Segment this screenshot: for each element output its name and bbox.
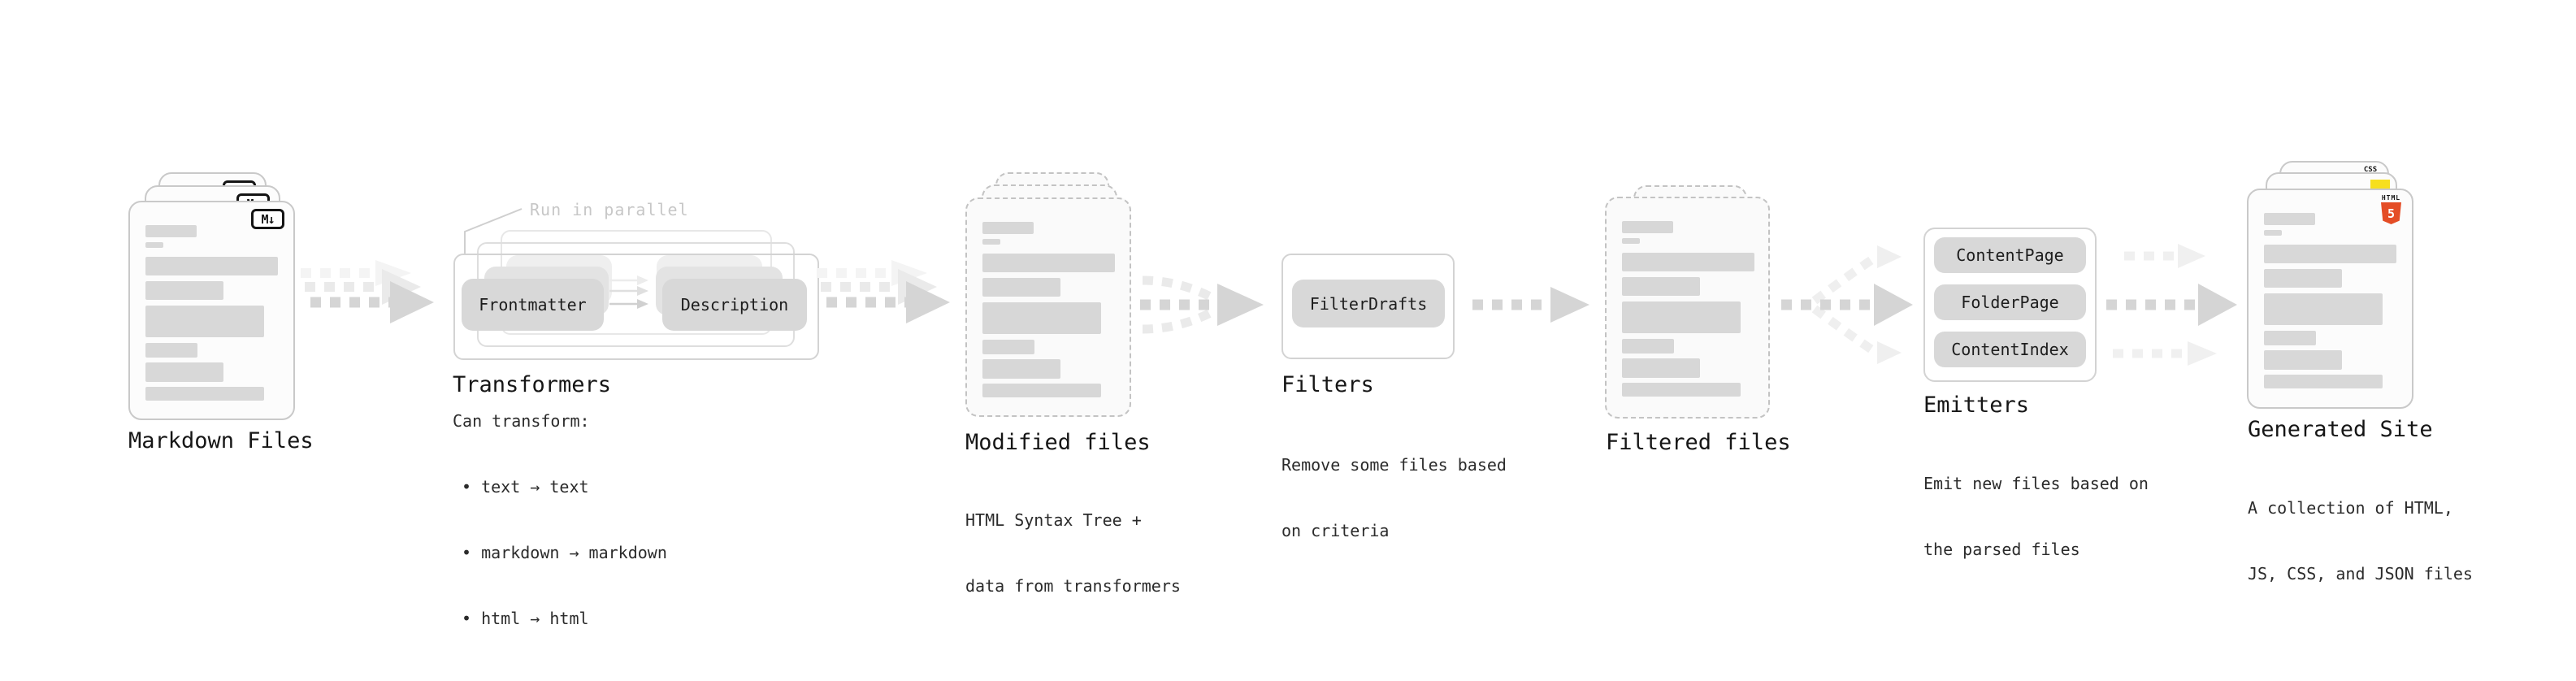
- contentpage-pill: ContentPage: [1934, 237, 2086, 273]
- filters-title: Filters: [1281, 372, 1374, 397]
- document-card: M↓: [128, 201, 295, 420]
- text-placeholder-bar: [1622, 253, 1754, 271]
- arrow-filters-to-filtered: [1472, 287, 1589, 323]
- filters-frame: [1281, 254, 1455, 359]
- document-card: [965, 197, 1131, 417]
- html5-badge-label: HTML: [2381, 194, 2401, 202]
- transform-bullet: • markdown → markdown: [462, 543, 667, 562]
- filterdrafts-pill: FilterDrafts: [1292, 280, 1445, 327]
- text-placeholder-bar: [145, 257, 278, 275]
- document-card: HTML 5: [2247, 189, 2413, 409]
- run-in-parallel-connector-line: [464, 208, 523, 254]
- sublabel-line: Emit new files based on: [1923, 474, 2149, 493]
- parallel-mini-arrows: [609, 275, 648, 309]
- text-placeholder-bar: [145, 306, 264, 337]
- generated-site-stack: CSS HTML 5: [2247, 161, 2438, 421]
- frontmatter-pill: Frontmatter: [462, 279, 604, 331]
- html5-badge: HTML 5: [2380, 194, 2402, 224]
- text-placeholder-bar: [982, 222, 1034, 234]
- text-placeholder-bar: [1622, 221, 1673, 233]
- modified-files-sublabel: HTML Syntax Tree + data from transformer…: [965, 466, 1181, 641]
- transform-bullet: • text → text: [462, 477, 589, 497]
- text-placeholder-bar: [145, 242, 163, 248]
- arrow-emitters-to-generated: [2106, 244, 2237, 366]
- emitters-group: ContentPage FolderPage ContentIndex: [1923, 228, 2097, 382]
- emitters-frame: [1923, 228, 2097, 382]
- contentindex-pill: ContentIndex: [1934, 332, 2086, 367]
- text-placeholder-bar: [982, 359, 1060, 379]
- text-placeholder-bar: [2264, 350, 2342, 370]
- document-card: [1605, 197, 1770, 419]
- transformer-frame: [453, 254, 819, 360]
- text-placeholder-bar: [1622, 238, 1640, 244]
- transformers-bullets: • text → text • markdown → markdown • ht…: [462, 432, 667, 674]
- text-placeholder-bar: [2264, 293, 2383, 325]
- filtered-files-stack: [1605, 185, 1796, 429]
- transformers-description: Can transform:: [453, 411, 590, 431]
- text-placeholder-bar: [982, 278, 1060, 297]
- text-placeholder-bar: [2264, 213, 2315, 225]
- modified-files-label: Modified files: [965, 430, 1151, 455]
- arrow-modified-to-filters: [1140, 275, 1264, 334]
- markdown-files-stack: M↓ M↓ M↓: [128, 172, 319, 424]
- filters-sublabel: Remove some files based on criteria: [1281, 410, 1507, 586]
- transformers-title: Transformers: [453, 372, 612, 397]
- filtered-files-label: Filtered files: [1606, 430, 1791, 455]
- markdown-badge: M↓: [251, 209, 284, 229]
- text-placeholder-bar: [1622, 301, 1741, 333]
- text-placeholder-bar: [145, 387, 264, 401]
- text-placeholder-bar: [1622, 277, 1700, 296]
- sublabel-line: A collection of HTML,: [2248, 498, 2453, 518]
- text-placeholder-bar: [145, 362, 223, 382]
- sublabel-line: the parsed files: [1923, 540, 2080, 559]
- text-placeholder-bar: [2264, 331, 2316, 345]
- emitters-sublabel: Emit new files based on the parsed files: [1923, 429, 2149, 605]
- markdown-files-label: Markdown Files: [128, 428, 314, 453]
- generated-site-label: Generated Site: [2248, 417, 2433, 442]
- text-placeholder-bar: [145, 225, 197, 237]
- transformers-stack: Frontmatter Description: [453, 230, 827, 368]
- arrow-transformers-to-modified: [817, 260, 950, 323]
- run-in-parallel-annotation: Run in parallel: [530, 200, 689, 219]
- text-placeholder-bar: [145, 343, 197, 358]
- modified-files-stack: [965, 172, 1156, 424]
- text-placeholder-bar: [2264, 230, 2282, 236]
- text-placeholder-bar: [1622, 339, 1674, 354]
- filters-group: FilterDrafts: [1281, 254, 1455, 359]
- text-placeholder-bar: [982, 239, 1000, 245]
- text-placeholder-bar: [145, 281, 223, 300]
- text-placeholder-bar: [2264, 269, 2342, 288]
- text-placeholder-bar: [1622, 383, 1741, 397]
- sublabel-line: Remove some files based: [1281, 455, 1507, 475]
- html5-shield-icon: 5: [2381, 202, 2401, 224]
- arrow-filtered-to-emitters: [1781, 245, 1913, 364]
- folderpage-pill: FolderPage: [1934, 284, 2086, 320]
- sublabel-line: JS, CSS, and JSON files: [2248, 564, 2473, 583]
- emitters-title: Emitters: [1923, 393, 2030, 418]
- text-placeholder-bar: [1622, 358, 1700, 378]
- arrow-markdown-to-transformers: [301, 260, 434, 323]
- generated-site-sublabel: A collection of HTML, JS, CSS, and JSON …: [2248, 453, 2473, 629]
- sublabel-line: data from transformers: [965, 576, 1181, 596]
- text-placeholder-bar: [982, 384, 1101, 397]
- text-placeholder-bar: [982, 302, 1101, 334]
- text-placeholder-bar: [2264, 245, 2396, 263]
- description-pill: Description: [662, 279, 807, 331]
- js-badge: [2370, 180, 2390, 190]
- css-badge-label: CSS: [2363, 166, 2378, 174]
- text-placeholder-bar: [982, 340, 1034, 354]
- text-placeholder-bar: [982, 254, 1115, 272]
- text-placeholder-bar: [2264, 375, 2383, 388]
- transform-bullet: • html → html: [462, 609, 589, 628]
- sublabel-line: on criteria: [1281, 521, 1390, 540]
- sublabel-line: HTML Syntax Tree +: [965, 510, 1142, 530]
